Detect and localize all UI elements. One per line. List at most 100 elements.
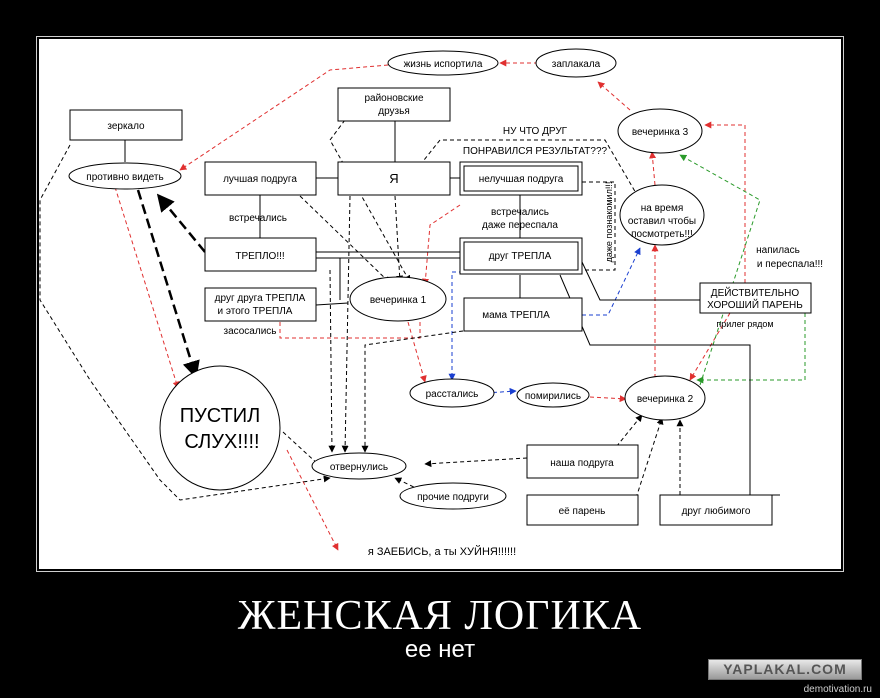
label-drug: друг ТРЕПЛА — [489, 251, 552, 262]
label-rayon2: друзья — [378, 106, 410, 117]
box-druglyub — [659, 494, 773, 526]
label-poznakomil: даже познакомил!!! — [604, 182, 614, 263]
label-zerkalo: зеркало — [107, 121, 145, 132]
edge-zhizn-protivno — [179, 64, 389, 171]
edge-nasha-otv — [424, 457, 528, 468]
box-treplo — [204, 237, 317, 272]
label-vstrechalis2a: встречались — [491, 207, 549, 218]
edge-v1-rasstalis — [407, 321, 427, 383]
yaplakal-badge: YAPLAKAL.COM — [708, 659, 862, 680]
label-deystv2: ХОРОШИЙ ПАРЕНЬ — [707, 298, 803, 311]
label-pustil2: СЛУХ!!!! — [184, 431, 259, 453]
edge-navremya-v3 — [649, 151, 657, 186]
label-otv: отвернулись — [330, 462, 388, 473]
label-zaplakala: заплакала — [552, 59, 601, 70]
box-luchshaya — [204, 161, 317, 196]
edge-drug-deystv — [581, 261, 700, 301]
edge-drug-rasstalis — [448, 271, 470, 381]
label-mama: мама ТРЕПЛА — [482, 310, 550, 321]
label-zaebis: я ЗАЕБИСЬ, а ты ХУЙНЯ!!!!!! — [368, 545, 516, 558]
edge-pomirilis-v2 — [589, 395, 627, 403]
ell-zhizn — [387, 50, 499, 76]
edge-deystv-v2-green — [696, 313, 806, 384]
box-eeparen — [526, 494, 639, 526]
boxes — [69, 87, 812, 526]
box-neluch-inner — [463, 165, 579, 192]
edge-ya-v1 — [394, 195, 404, 283]
label-protivno: противно видеть — [86, 172, 163, 183]
label-treplo: ТРЕПЛО!!! — [235, 251, 284, 262]
label-napilas1: напилась — [756, 245, 800, 256]
label-v3: вечеринка 3 — [632, 127, 689, 138]
diagram-canvas: жизнь испортила заплакала зеркало районо… — [39, 39, 841, 569]
label-eeparen: её парень — [559, 506, 606, 517]
ell-pustil — [159, 365, 281, 491]
label-neluch: нелучшая подруга — [479, 174, 564, 185]
label-nuchto1: НУ ЧТО ДРУГ — [503, 126, 568, 137]
label-navremya1: на время — [641, 203, 684, 214]
ell-rasstalis — [409, 378, 495, 408]
labels: жизнь испортила заплакала зеркало районо… — [86, 59, 823, 558]
connectors — [39, 59, 806, 551]
label-zasosalis: засосались — [223, 326, 276, 337]
edge-pustil-zaebis — [286, 449, 339, 551]
label-drugdruga1: друг друга ТРЕПЛА — [215, 293, 306, 304]
label-v1: вечеринка 1 — [370, 295, 427, 306]
label-zhizn: жизнь испортила — [404, 59, 483, 70]
ell-pomirilis — [516, 382, 590, 408]
edge-eeparen-v2 — [635, 417, 664, 499]
box-deystv — [699, 282, 812, 314]
edge-zasosalis — [279, 322, 421, 339]
ell-protivno — [68, 162, 182, 190]
label-rasstalis: расстались — [426, 389, 479, 400]
label-luchshaya: лучшая подруга — [223, 174, 297, 185]
box-rayon — [337, 87, 451, 122]
edge-prochie-otv — [394, 477, 421, 491]
edge-protivno-treplo — [136, 189, 200, 379]
label-nasha: наша подруга — [550, 458, 614, 469]
ellipses — [68, 48, 706, 510]
edge-mama-navremya — [582, 247, 641, 316]
site-watermark: demotivation.ru — [803, 684, 872, 695]
edge-zerkalo-otv — [39, 144, 331, 501]
label-navremya2: оставил чтобы — [628, 215, 696, 227]
label-ya: Я — [389, 171, 398, 186]
label-pomirilis: помирились — [525, 391, 581, 402]
edge-treplo-otv — [328, 269, 336, 453]
ell-otv — [311, 452, 407, 480]
edge-poznakomil — [582, 181, 616, 271]
label-nuchto2: ПОНРАВИЛСЯ РЕЗУЛЬТАТ??? — [463, 146, 608, 157]
edge-mama-otv — [361, 329, 471, 453]
edge-drugdruga-v1 — [315, 302, 349, 306]
edge-rasstalis-pomirilis — [485, 387, 517, 395]
label-pustil1: ПУСТИЛ — [180, 405, 261, 427]
label-druglyub: друг любимого — [682, 505, 751, 517]
label-prochie: прочие подруги — [417, 492, 489, 503]
logic-diagram: жизнь испортила заплакала зеркало районо… — [39, 48, 823, 558]
label-priljeg: прилег рядом — [716, 319, 773, 329]
caption-title: ЖЕНСКАЯ ЛОГИКА — [237, 593, 643, 639]
box-nasha — [526, 444, 639, 479]
edge-ya-otv — [341, 195, 351, 453]
edge-v3-zaplakala — [597, 81, 631, 111]
ell-navremya — [619, 184, 705, 246]
box-ya — [337, 161, 451, 196]
edge-rayon-v1 — [329, 119, 411, 283]
edge-deystv-v3 — [704, 121, 746, 283]
label-napilas2: и переспала!!! — [757, 259, 823, 270]
edge-protivno-pustil — [114, 186, 180, 389]
box-mama — [463, 297, 583, 332]
label-vstrechalis: встречались — [229, 213, 287, 224]
label-rayon1: районовские — [364, 93, 424, 104]
edge-ya-nuchto — [419, 139, 641, 201]
ell-v2 — [624, 375, 706, 421]
edge-v2-v3-green — [679, 154, 761, 386]
edge-deystv-v2 — [689, 312, 731, 381]
ell-zaplakala — [535, 48, 617, 78]
label-drugdruga2: и этого ТРЕПЛА — [218, 306, 293, 317]
label-vstrechalis2b: даже переспала — [482, 220, 558, 231]
edge-nelu-v1 — [422, 204, 461, 286]
box-drug-inner — [463, 241, 579, 271]
label-navremya3: посмотреть!!! — [631, 229, 693, 240]
label-deystv1: ДЕЙСТВИТЕЛЬНО — [711, 286, 800, 299]
